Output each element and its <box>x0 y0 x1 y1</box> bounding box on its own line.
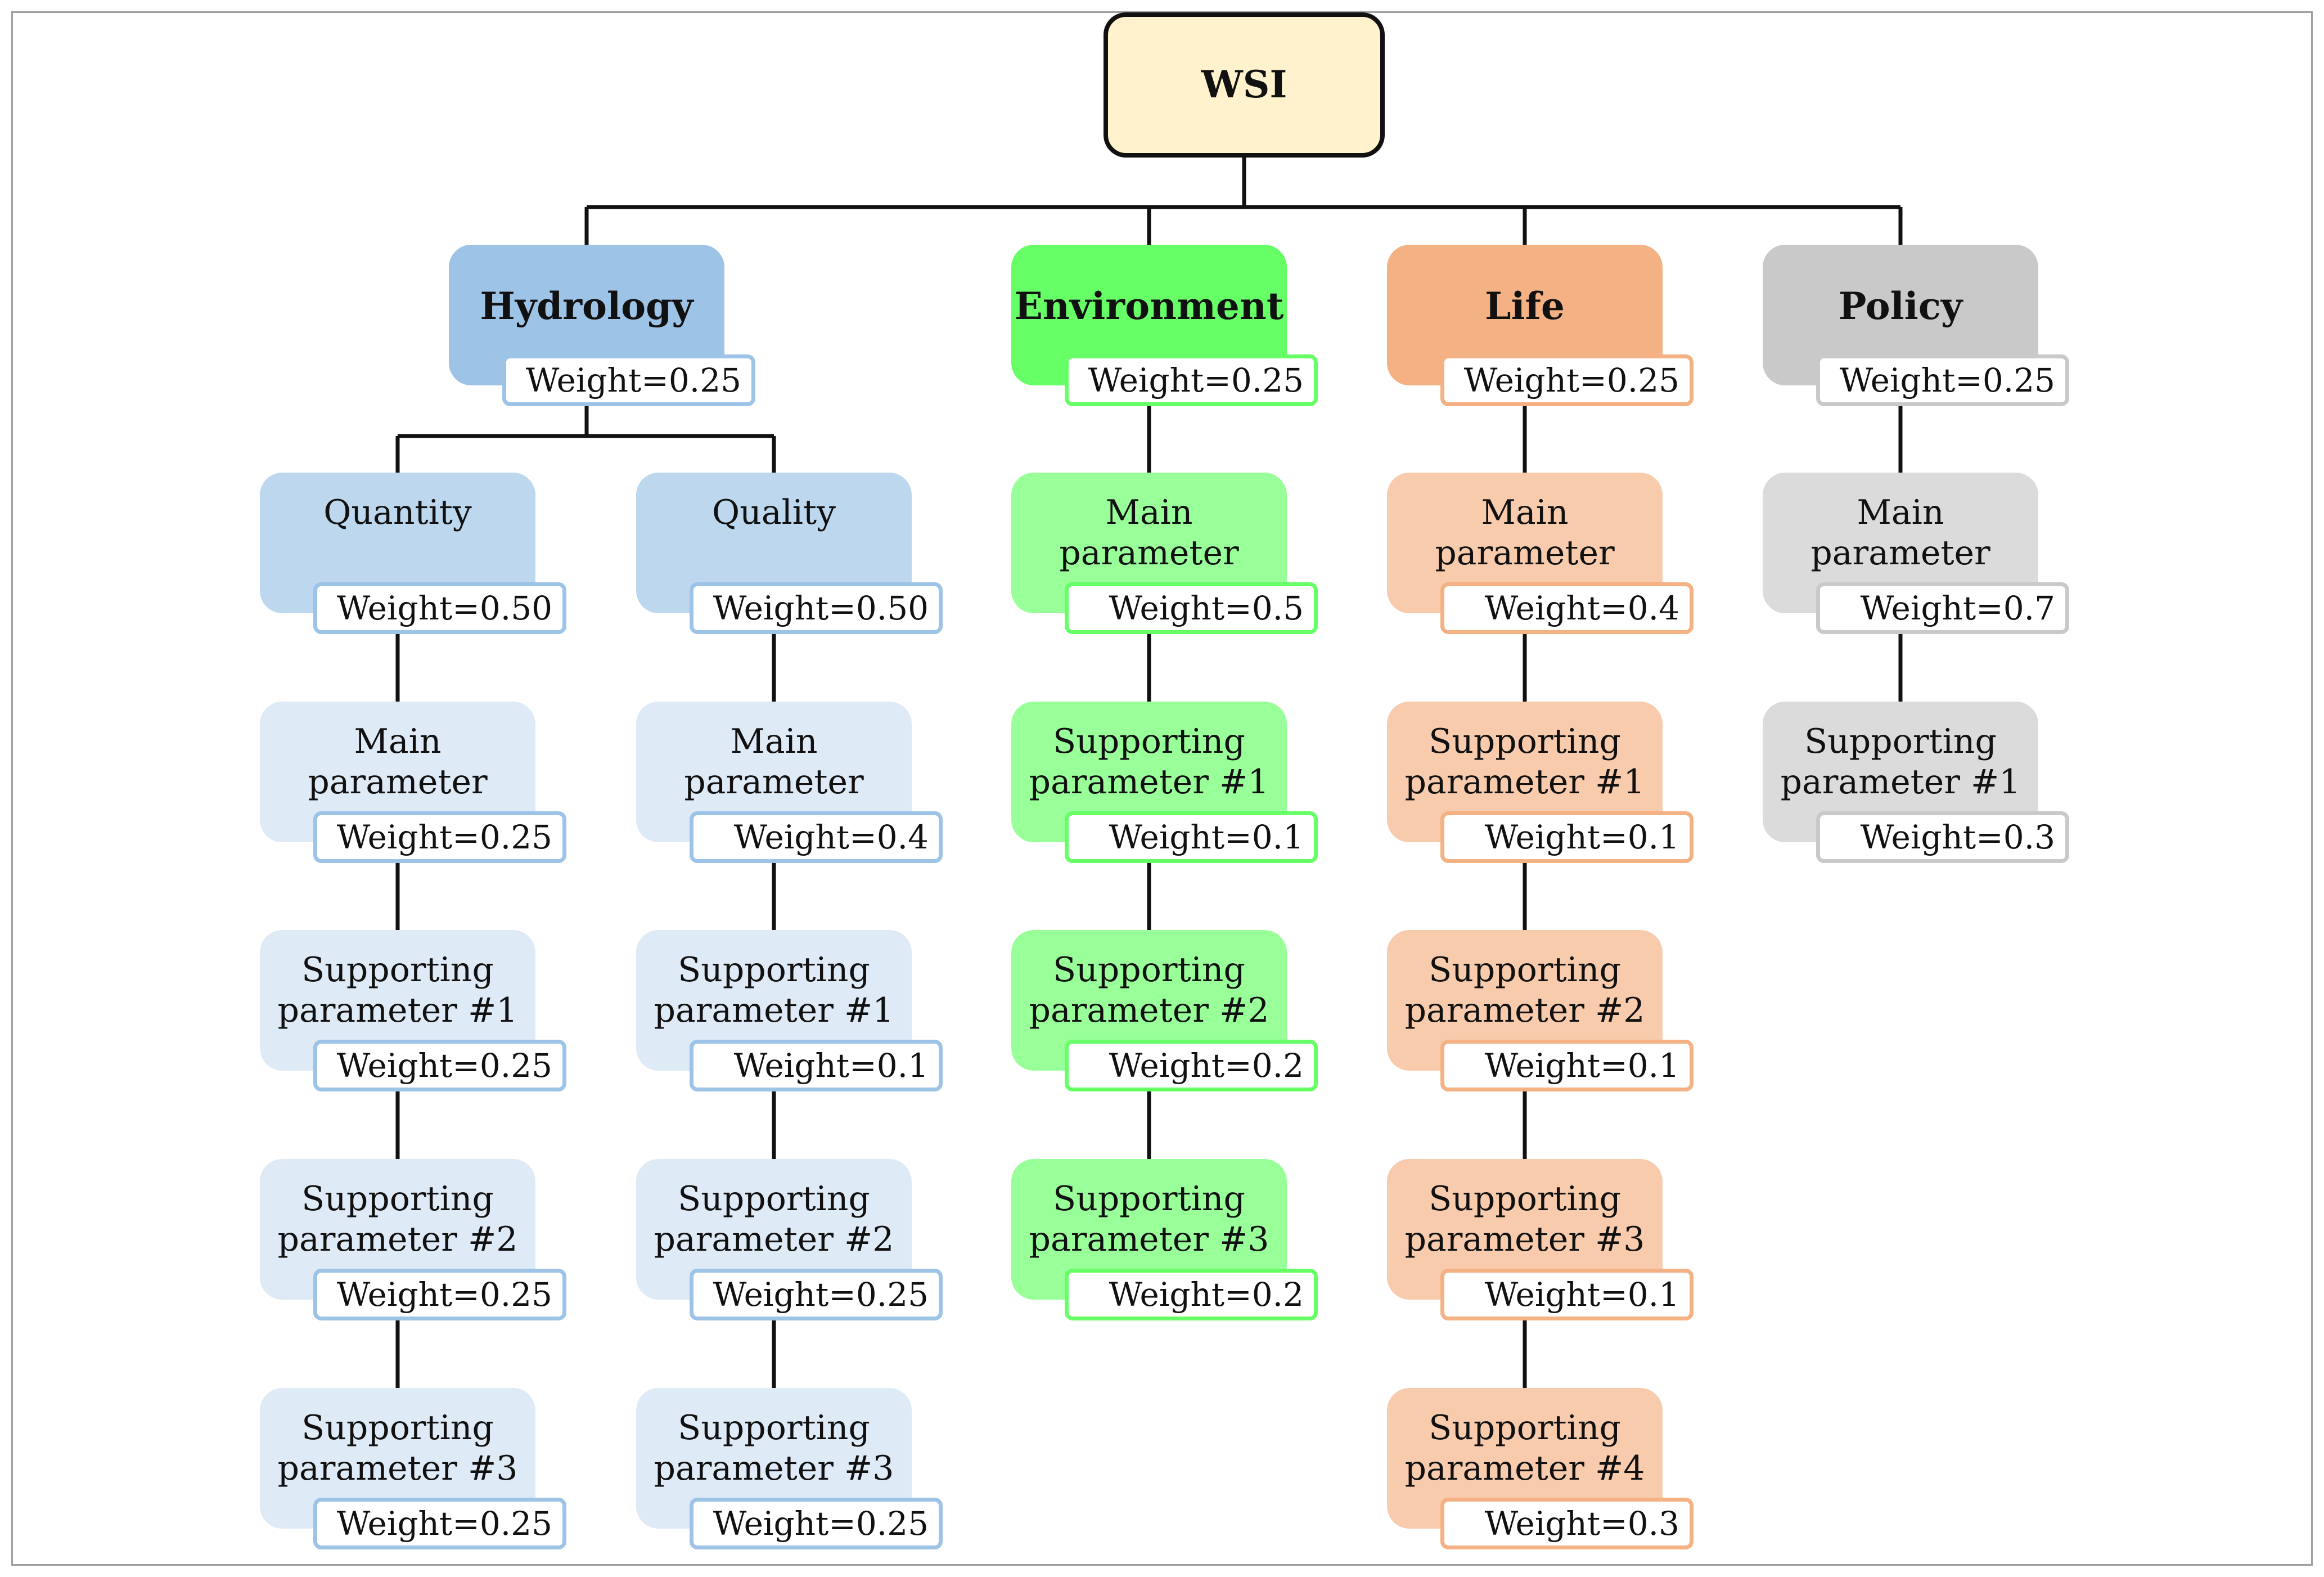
diagram-frame <box>11 11 2313 1566</box>
parameter-node-quantity-1-label: Supporting parameter #1 <box>277 950 518 1030</box>
group-node-quality-weight-badge: Weight=0.50 <box>690 582 943 634</box>
parameter-node-policy-0-label: Main parameter <box>1810 493 1990 573</box>
parameter-node-life-0-label: Main parameter <box>1435 493 1615 573</box>
parameter-node-quantity-2-weight-badge: Weight=0.25 <box>313 1269 566 1320</box>
category-node-environment-weight-badge: Weight=0.25 <box>1065 354 1318 406</box>
category-node-hydrology-label: Hydrology <box>480 284 693 328</box>
parameter-node-quantity-0-label: Main parameter <box>308 722 488 802</box>
parameter-node-life-2-label: Supporting parameter #2 <box>1404 950 1645 1030</box>
parameter-node-environment-2-label: Supporting parameter #2 <box>1029 950 1269 1030</box>
parameter-node-environment-3-weight-badge: Weight=0.2 <box>1065 1269 1318 1320</box>
parameter-node-life-4-weight-badge: Weight=0.3 <box>1440 1498 1694 1549</box>
group-node-quantity-weight-badge: Weight=0.50 <box>313 582 566 634</box>
parameter-node-quantity-0-weight-badge: Weight=0.25 <box>313 811 566 863</box>
parameter-node-environment-0-label: Main parameter <box>1059 493 1239 573</box>
group-node-quality-label: Quality <box>712 493 836 532</box>
parameter-node-policy-0-weight-badge: Weight=0.7 <box>1816 582 2069 634</box>
category-node-hydrology-weight-badge: Weight=0.25 <box>502 354 755 406</box>
parameter-node-environment-2-weight-badge: Weight=0.2 <box>1065 1040 1318 1091</box>
root-label: WSI <box>1201 62 1287 107</box>
category-node-life-weight-badge: Weight=0.25 <box>1440 354 1694 406</box>
parameter-node-life-0-weight-badge: Weight=0.4 <box>1440 582 1694 634</box>
parameter-node-quality-2-label: Supporting parameter #2 <box>654 1179 894 1259</box>
category-node-life-label: Life <box>1485 284 1565 328</box>
parameter-node-life-1-weight-badge: Weight=0.1 <box>1440 811 1694 863</box>
parameter-node-quality-3-label: Supporting parameter #3 <box>654 1408 894 1488</box>
parameter-node-quality-2-weight-badge: Weight=0.25 <box>690 1269 943 1320</box>
parameter-node-quantity-2-label: Supporting parameter #2 <box>277 1179 518 1259</box>
parameter-node-environment-1-label: Supporting parameter #1 <box>1029 722 1269 802</box>
parameter-node-life-2-weight-badge: Weight=0.1 <box>1440 1040 1694 1091</box>
parameter-node-life-4-label: Supporting parameter #4 <box>1404 1408 1645 1488</box>
parameter-node-quantity-3-label: Supporting parameter #3 <box>277 1408 518 1488</box>
parameter-node-quality-1-label: Supporting parameter #1 <box>654 950 894 1030</box>
root-node-wsi: WSI <box>1104 12 1385 158</box>
parameter-node-quality-1-weight-badge: Weight=0.1 <box>690 1040 943 1091</box>
parameter-node-life-1-label: Supporting parameter #1 <box>1404 722 1645 802</box>
parameter-node-environment-1-weight-badge: Weight=0.1 <box>1065 811 1318 863</box>
parameter-node-environment-0-weight-badge: Weight=0.5 <box>1065 582 1318 634</box>
parameter-node-life-3-weight-badge: Weight=0.1 <box>1440 1269 1694 1320</box>
parameter-node-quantity-1-weight-badge: Weight=0.25 <box>313 1040 566 1091</box>
parameter-node-quality-0-label: Main parameter <box>684 722 864 802</box>
parameter-node-quality-0-weight-badge: Weight=0.4 <box>690 811 943 863</box>
parameter-node-quality-3-weight-badge: Weight=0.25 <box>690 1498 943 1549</box>
parameter-node-quantity-3-weight-badge: Weight=0.25 <box>313 1498 566 1549</box>
parameter-node-policy-1-label: Supporting parameter #1 <box>1780 722 2021 802</box>
parameter-node-life-3-label: Supporting parameter #3 <box>1404 1179 1645 1259</box>
category-node-policy-weight-badge: Weight=0.25 <box>1816 354 2069 406</box>
group-node-quantity-label: Quantity <box>323 493 472 532</box>
parameter-node-environment-3-label: Supporting parameter #3 <box>1029 1179 1269 1259</box>
category-node-policy-label: Policy <box>1838 284 1963 328</box>
parameter-node-policy-1-weight-badge: Weight=0.3 <box>1816 811 2069 863</box>
category-node-environment-label: Environment <box>1014 284 1284 328</box>
